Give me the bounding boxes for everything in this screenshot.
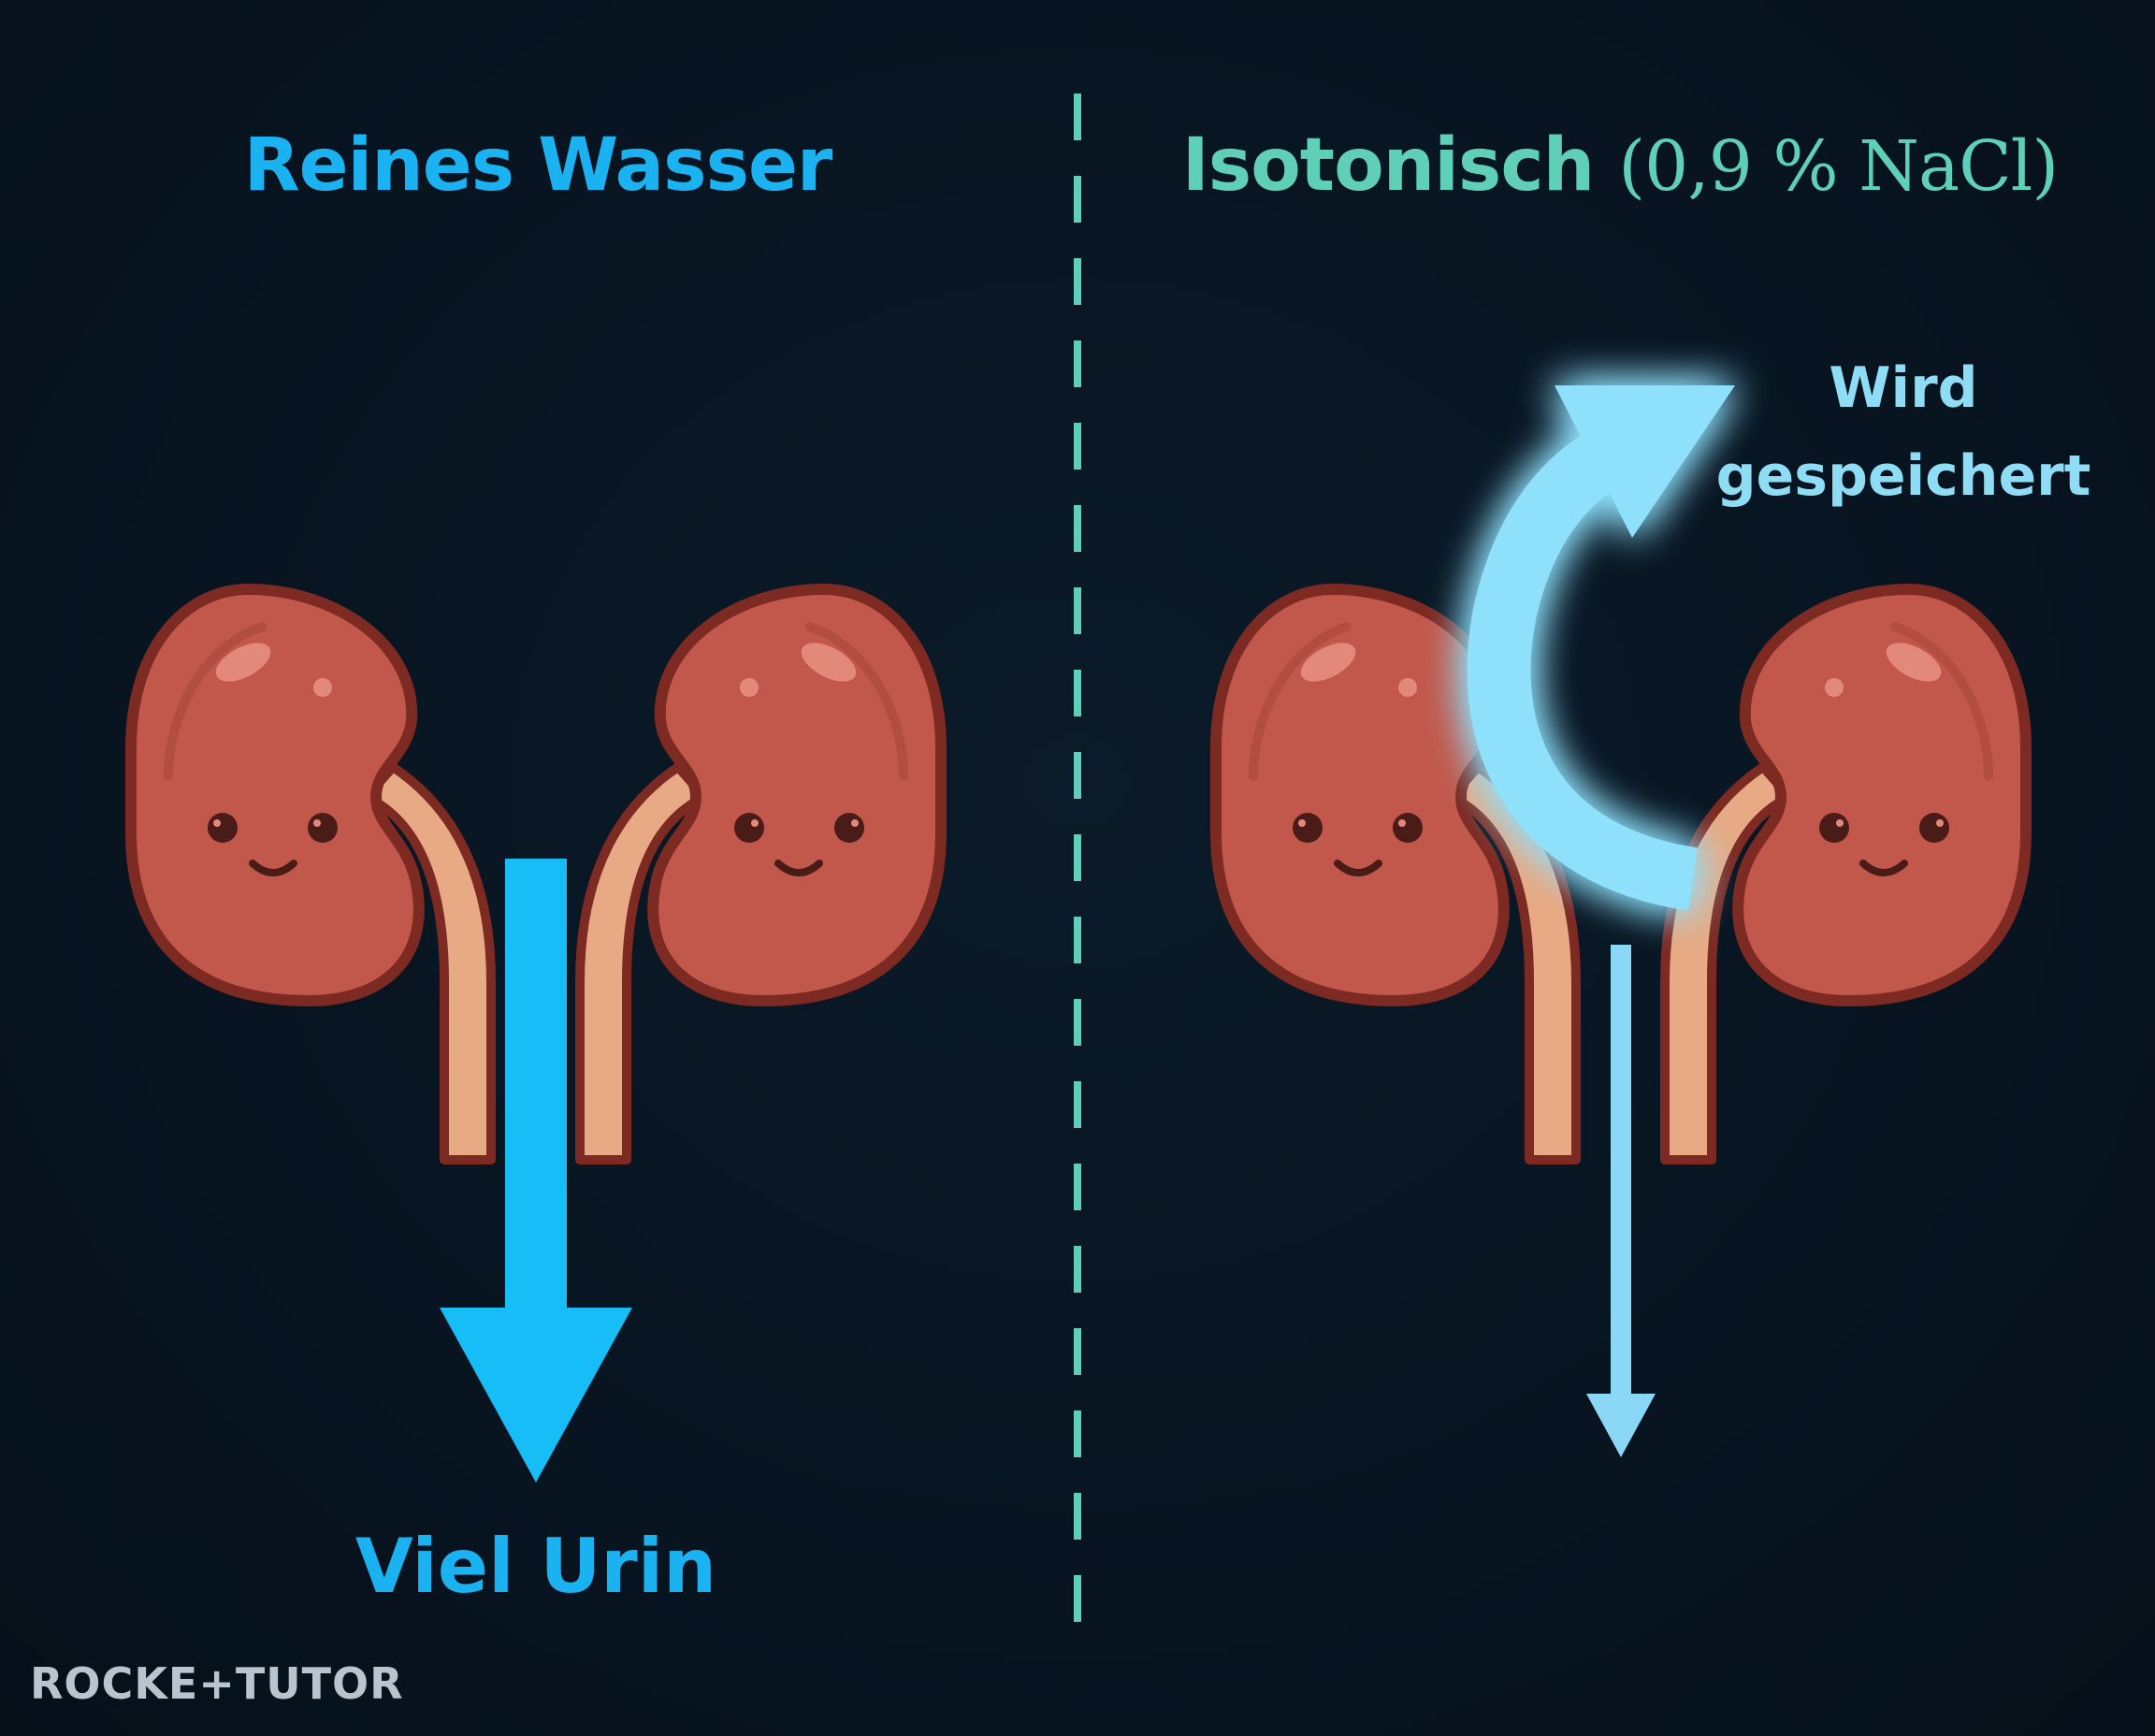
thin-down-arrow-icon: [1586, 945, 1656, 1457]
curved-up-arrow-icon: [1467, 385, 1735, 911]
right-panel-title-formula: (0,9 % NaCl): [1618, 126, 2059, 207]
kidney-icon: [1216, 589, 1504, 1001]
kidney-icon: [653, 589, 941, 1001]
retention-label: Wird gespeichert: [1684, 344, 2123, 520]
thick-down-arrow-icon: [440, 859, 632, 1483]
brand-logo: ROCKE+TUTOR: [30, 1658, 404, 1709]
retention-label-line1: Wird: [1829, 355, 1978, 421]
kidney-icon: [131, 589, 419, 1001]
right-panel-title: Isotonisch (0,9 % NaCl): [1085, 114, 2155, 217]
left-panel-title: Reines Wasser: [243, 123, 833, 208]
kidney-icon: [1738, 589, 2026, 1001]
right-panel-title-text: Isotonisch: [1181, 123, 1595, 208]
retention-label-line2: gespeichert: [1715, 443, 2091, 509]
outflow-label: Viel Urin: [354, 1523, 717, 1610]
